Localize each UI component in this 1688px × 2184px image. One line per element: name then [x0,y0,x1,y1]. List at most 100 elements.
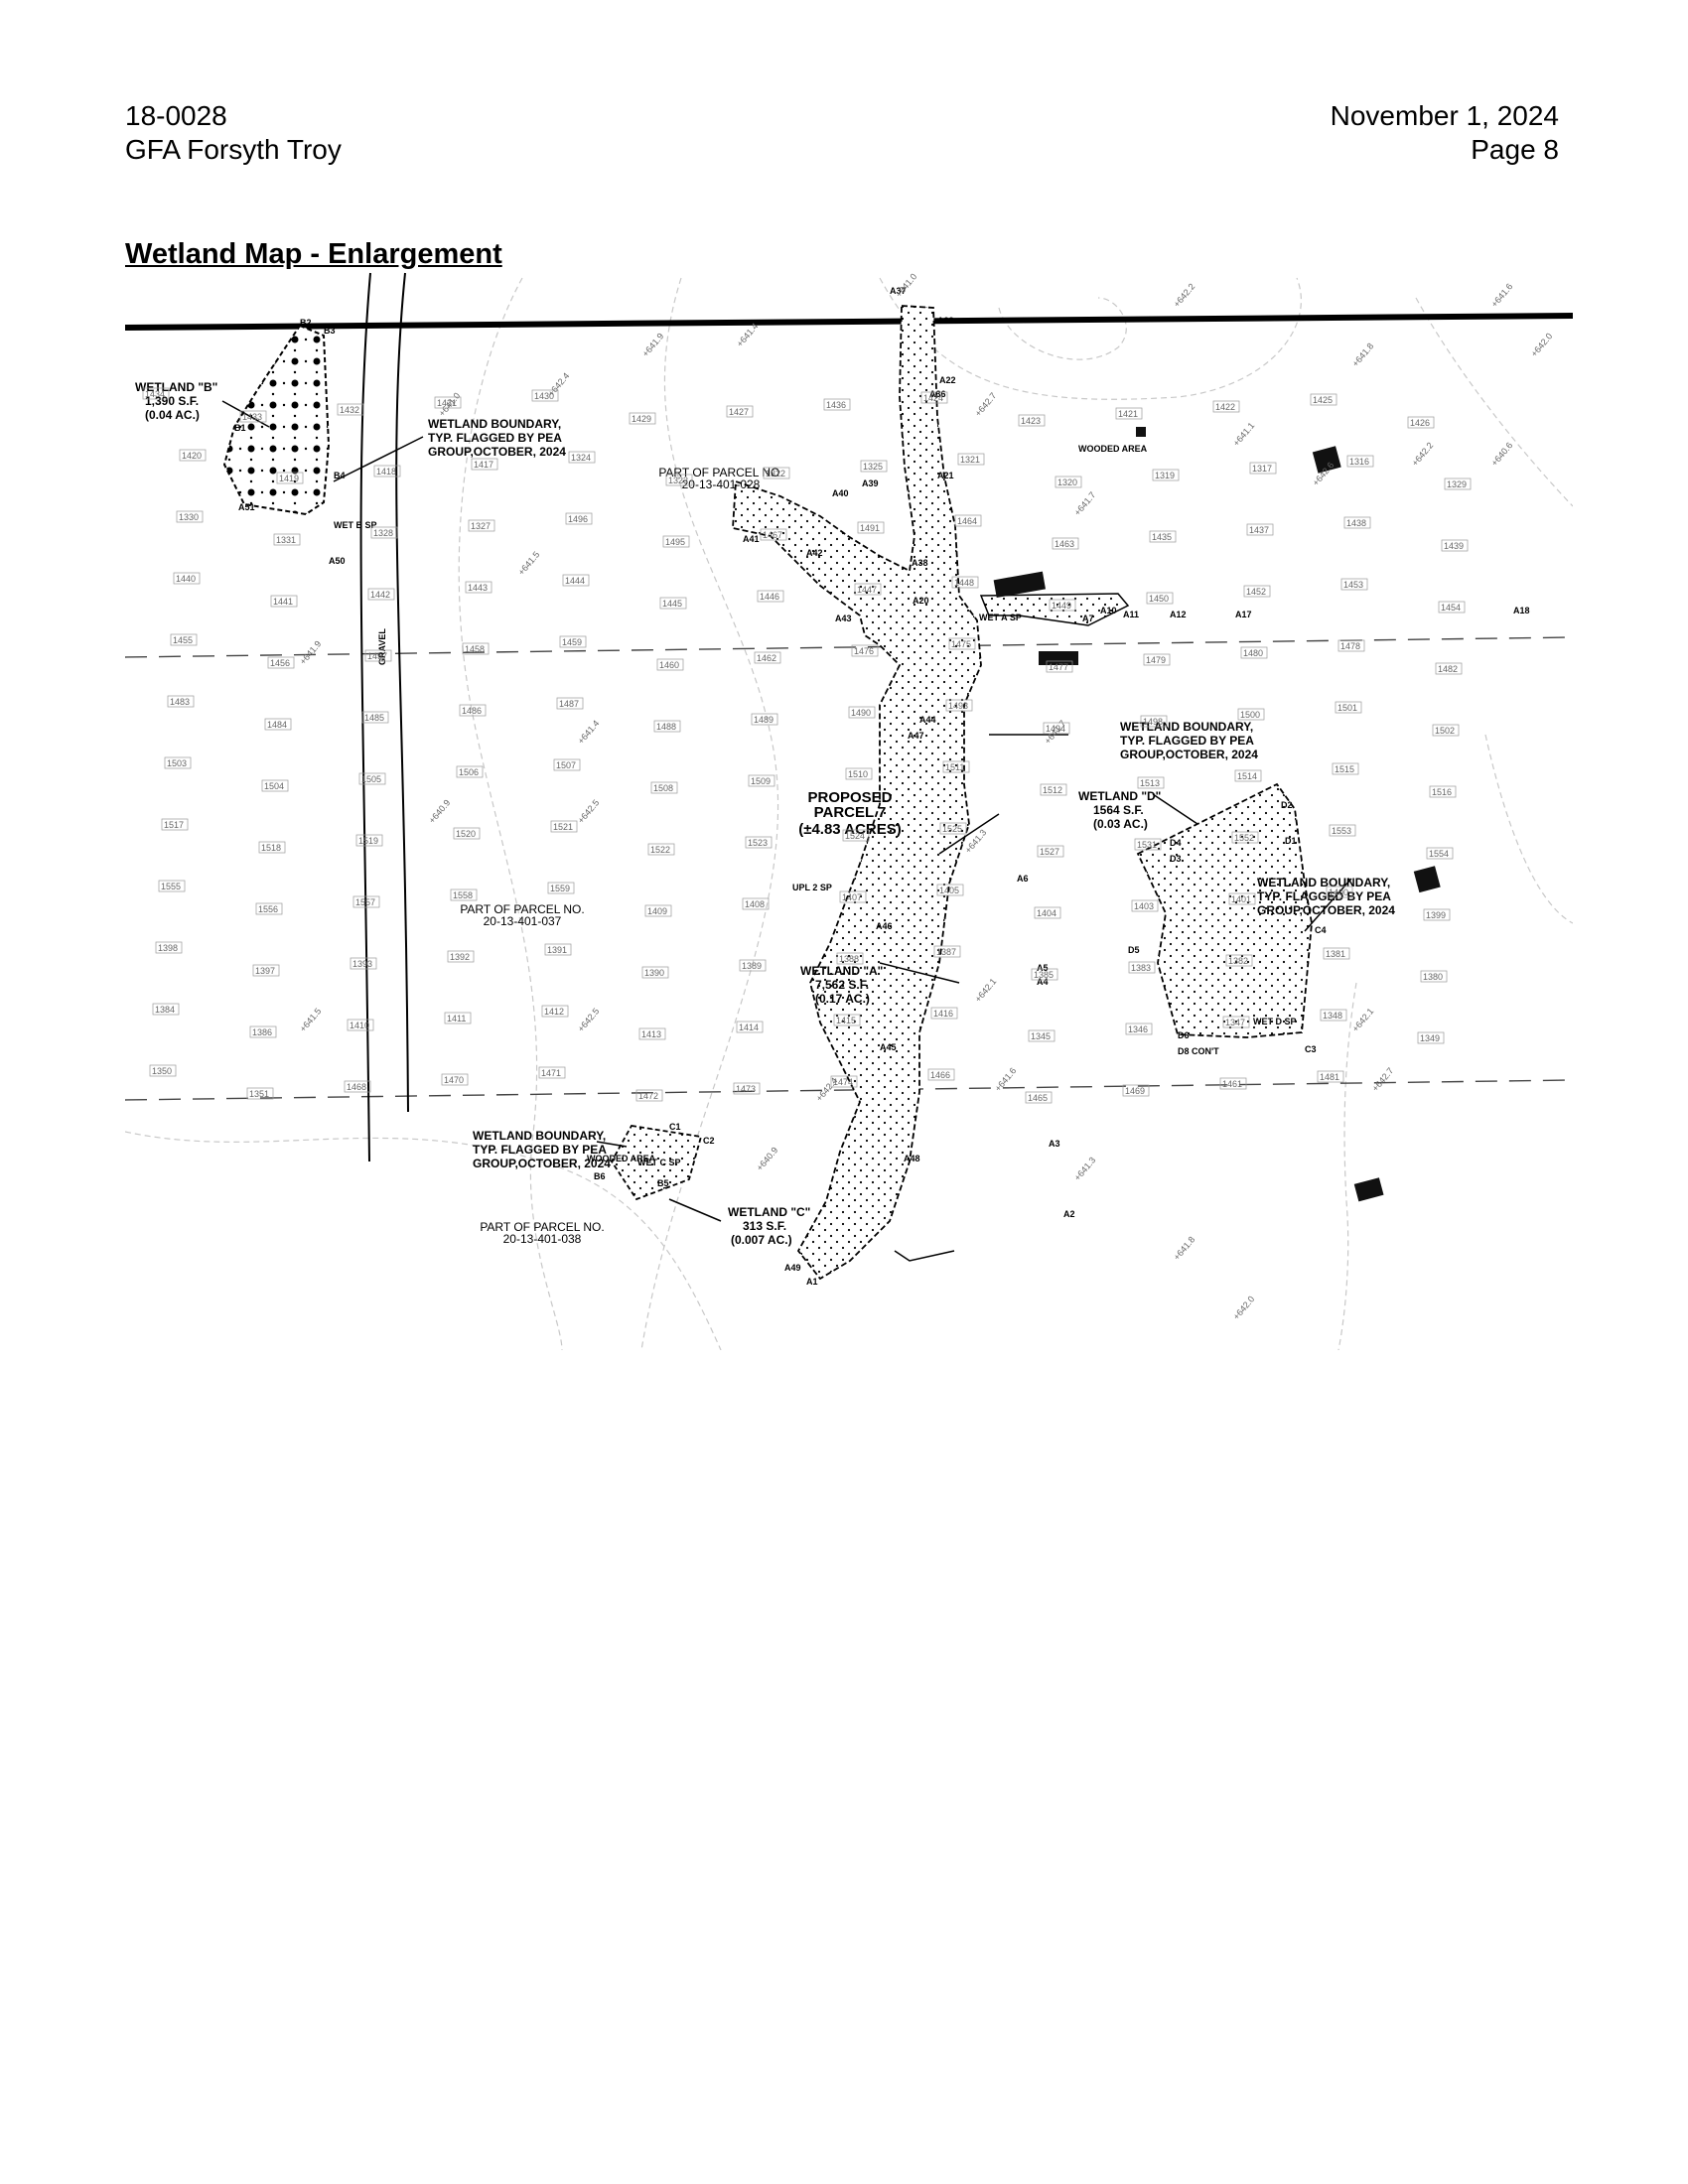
svg-text:WETLAND "B": WETLAND "B" [135,380,217,394]
svg-text:1433: 1433 [242,412,262,422]
point-id-1414: 1414 [736,1021,764,1033]
svg-text:1513: 1513 [1140,778,1160,788]
parcel-028-label: PART OF PARCEL NO. 20-13-401-028 [658,466,782,491]
elevation-label: +641.8 [1172,1235,1197,1263]
svg-text:1509: 1509 [751,776,771,786]
svg-text:313 S.F.: 313 S.F. [743,1219,786,1233]
point-id-1331: 1331 [273,533,301,546]
point-id-1487: 1487 [556,697,584,710]
svg-text:1487: 1487 [559,699,579,709]
elevation-label: +641.5 [298,1007,324,1034]
point-id-1553: 1553 [1329,824,1356,837]
elevation-label: +642.2 [1172,282,1197,310]
flag-a18: A18 [1513,606,1530,615]
svg-text:1488: 1488 [656,722,676,732]
flag-a21: A21 [937,471,954,480]
elevation-label: +642.1 [973,977,999,1005]
point-id-1443: 1443 [465,581,492,594]
svg-text:A41: A41 [743,534,760,544]
point-id-1502: 1502 [1432,724,1460,737]
svg-text:1505: 1505 [361,774,381,784]
svg-text:PART OF PARCEL NO.: PART OF PARCEL NO. [658,466,782,479]
point-id-1516: 1516 [1429,785,1457,798]
point-id-1465: 1465 [1025,1091,1053,1104]
svg-text:(0.03 AC.): (0.03 AC.) [1093,817,1148,831]
svg-text:A6: A6 [1017,874,1029,884]
svg-text:1494: 1494 [1046,724,1065,734]
flag-a39: A39 [862,478,879,488]
svg-text:WETLAND "D": WETLAND "D" [1078,789,1161,803]
point-id-1489: 1489 [751,713,778,726]
flag-b5: B5 [657,1178,669,1188]
svg-text:1325: 1325 [863,462,883,472]
wetland-a [732,305,1130,1281]
flag-a50: A50 [329,556,346,566]
svg-text:1477: 1477 [1049,662,1068,672]
svg-text:1350: 1350 [152,1066,172,1076]
svg-text:1345: 1345 [1031,1031,1051,1041]
point-id-1518: 1518 [258,841,286,854]
svg-text:1424: 1424 [923,393,943,403]
svg-text:1480: 1480 [1243,648,1263,658]
point-id-1416: 1416 [930,1007,958,1020]
header-left: 18-0028 GFA Forsyth Troy [125,99,342,167]
svg-text:WETLAND "A": WETLAND "A" [800,964,883,978]
svg-text:GROUP,OCTOBER, 2024: GROUP,OCTOBER, 2024 [1120,748,1258,761]
elevation-label: +642.0 [1529,332,1555,359]
point-id-1508: 1508 [650,781,678,794]
d8-cont-label: D8 CON'T [1178,1046,1219,1056]
point-id-1503: 1503 [164,756,192,769]
svg-text:1330: 1330 [179,512,199,522]
svg-text:1467: 1467 [763,530,782,540]
svg-text:GROUP,OCTOBER, 2024: GROUP,OCTOBER, 2024 [473,1157,611,1170]
svg-text:WETLAND BOUNDARY,: WETLAND BOUNDARY, [473,1129,606,1143]
svg-text:1466: 1466 [930,1070,950,1080]
point-id-1459: 1459 [559,635,587,648]
point-id-1488: 1488 [653,720,681,733]
flag-d4: D4 [1170,838,1182,848]
flag-d6: D6 [1178,1030,1190,1040]
elevation-label: +641.3 [1072,1156,1098,1183]
svg-text:1504: 1504 [264,781,284,791]
elevation-label: +642.5 [576,1007,602,1034]
svg-text:1397: 1397 [255,966,275,976]
svg-text:1471: 1471 [541,1068,561,1078]
svg-text:A38: A38 [912,558,928,568]
flag-d2: D2 [1281,800,1293,810]
point-id-1423: 1423 [1018,414,1046,427]
point-id-1453: 1453 [1340,578,1368,591]
svg-text:1390: 1390 [644,968,664,978]
svg-text:1440: 1440 [176,574,196,584]
point-id-1531: 1531 [1134,838,1162,851]
flag-a17: A17 [1235,610,1252,619]
point-id-1522: 1522 [647,843,675,856]
boundary-note-4: WETLAND BOUNDARY, TYP. FLAGGED BY PEA GR… [473,1129,611,1170]
svg-text:1468: 1468 [347,1082,366,1092]
point-id-1431: 1431 [434,396,462,409]
svg-text:1517: 1517 [164,820,184,830]
svg-text:1449: 1449 [1052,601,1071,611]
svg-text:20-13-401-037: 20-13-401-037 [484,914,562,928]
svg-text:TYP. FLAGGED BY PEA: TYP. FLAGGED BY PEA [1120,734,1254,748]
point-id-1432: 1432 [337,403,364,416]
point-id-1498: 1498 [1140,715,1168,728]
svg-text:1416: 1416 [933,1009,953,1019]
svg-text:B2: B2 [300,318,312,328]
point-id-1486: 1486 [459,704,487,717]
svg-text:WETLAND BOUNDARY,: WETLAND BOUNDARY, [1120,720,1253,734]
svg-text:1507: 1507 [556,760,576,770]
svg-text:A23: A23 [937,316,954,326]
point-id-1479: 1479 [1143,653,1171,666]
svg-text:1320: 1320 [1057,478,1077,487]
svg-text:1443: 1443 [468,583,488,593]
flag-a36: A36 [929,389,946,399]
point-id-1419: 1419 [276,472,304,484]
point-id-1462: 1462 [754,651,781,664]
point-id-1527: 1527 [1037,845,1064,858]
svg-text:+642.7: +642.7 [973,391,999,419]
svg-text:A21: A21 [937,471,954,480]
svg-text:1454: 1454 [1441,603,1461,613]
svg-text:20-13-401-038: 20-13-401-038 [503,1232,582,1246]
flag-c2: C2 [703,1136,715,1146]
point-id-1420: 1420 [179,449,207,462]
